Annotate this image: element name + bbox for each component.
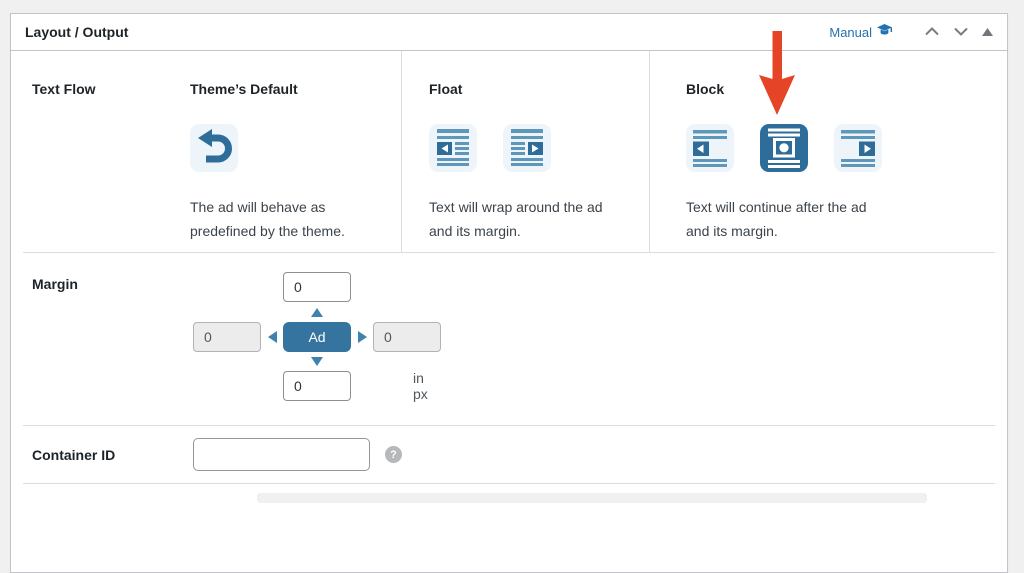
block-left-tile[interactable] xyxy=(686,124,734,172)
text-flow-option-block: Block xyxy=(649,51,1007,252)
container-id-label: Container ID xyxy=(32,446,116,463)
option-description: Text will continue after the ad and its … xyxy=(686,199,867,239)
option-description: Text will wrap around the ad and its mar… xyxy=(429,199,603,239)
block-center-icon xyxy=(760,122,808,175)
option-heading: Theme’s Default xyxy=(190,81,298,97)
block-left-icon xyxy=(686,122,734,175)
float-right-tile[interactable] xyxy=(503,124,551,172)
margin-arrow-down-icon xyxy=(311,357,323,366)
manual-link-label: Manual xyxy=(829,24,872,40)
margin-arrow-up-icon xyxy=(311,307,323,317)
panel-header-actions: Manual xyxy=(829,23,993,41)
section-divider xyxy=(23,425,995,426)
margin-controls: Ad in px xyxy=(193,272,441,402)
margin-bottom-input[interactable] xyxy=(283,371,351,401)
collapse-panel-button[interactable] xyxy=(982,23,993,41)
text-flow-option-float: Float xyxy=(401,51,649,252)
margin-unit-label: in px xyxy=(413,370,428,402)
block-right-tile[interactable] xyxy=(834,124,882,172)
block-center-tile[interactable] xyxy=(760,124,808,172)
manual-link[interactable]: Manual xyxy=(829,24,892,40)
graduation-cap-icon xyxy=(877,24,892,40)
margin-top-input[interactable] xyxy=(283,272,351,302)
layout-output-panel: Layout / Output Manual xyxy=(10,13,1008,573)
ad-center-badge: Ad xyxy=(283,322,351,352)
text-flow-row: Text Flow Theme’s Default The ad will be… xyxy=(11,51,1007,252)
margin-arrow-right-icon xyxy=(357,331,367,343)
float-left-tile[interactable] xyxy=(429,124,477,172)
option-description: The ad will behave as predefined by the … xyxy=(190,199,345,239)
text-flow-default-tile[interactable] xyxy=(190,124,238,172)
text-flow-label: Text Flow xyxy=(32,81,96,97)
container-id-input[interactable] xyxy=(193,438,370,471)
section-divider xyxy=(23,252,995,253)
undo-icon xyxy=(190,122,238,175)
option-heading: Float xyxy=(429,81,463,97)
container-id-row: Container ID ? xyxy=(11,426,1007,483)
float-right-icon xyxy=(503,122,551,175)
margin-right-input xyxy=(373,322,441,352)
panel-header: Layout / Output Manual xyxy=(11,14,1007,51)
chevron-up-icon xyxy=(924,23,940,41)
move-up-button[interactable] xyxy=(924,23,940,41)
option-heading: Block xyxy=(686,81,725,97)
margin-arrow-left-icon xyxy=(267,331,277,343)
text-flow-option-default: Theme’s Default The ad will behave as pr… xyxy=(190,51,401,252)
collapse-toggle-icon xyxy=(982,23,993,41)
margin-left-input xyxy=(193,322,261,352)
float-left-icon xyxy=(429,122,477,175)
help-icon[interactable]: ? xyxy=(385,446,402,463)
next-row-peek xyxy=(257,493,927,503)
move-down-button[interactable] xyxy=(953,23,969,41)
chevron-down-icon xyxy=(953,23,969,41)
section-divider xyxy=(23,483,995,484)
margin-label: Margin xyxy=(32,276,78,292)
margin-row: Margin Ad in px xyxy=(11,253,1007,425)
panel-title: Layout / Output xyxy=(25,24,129,40)
block-right-icon xyxy=(834,122,882,175)
